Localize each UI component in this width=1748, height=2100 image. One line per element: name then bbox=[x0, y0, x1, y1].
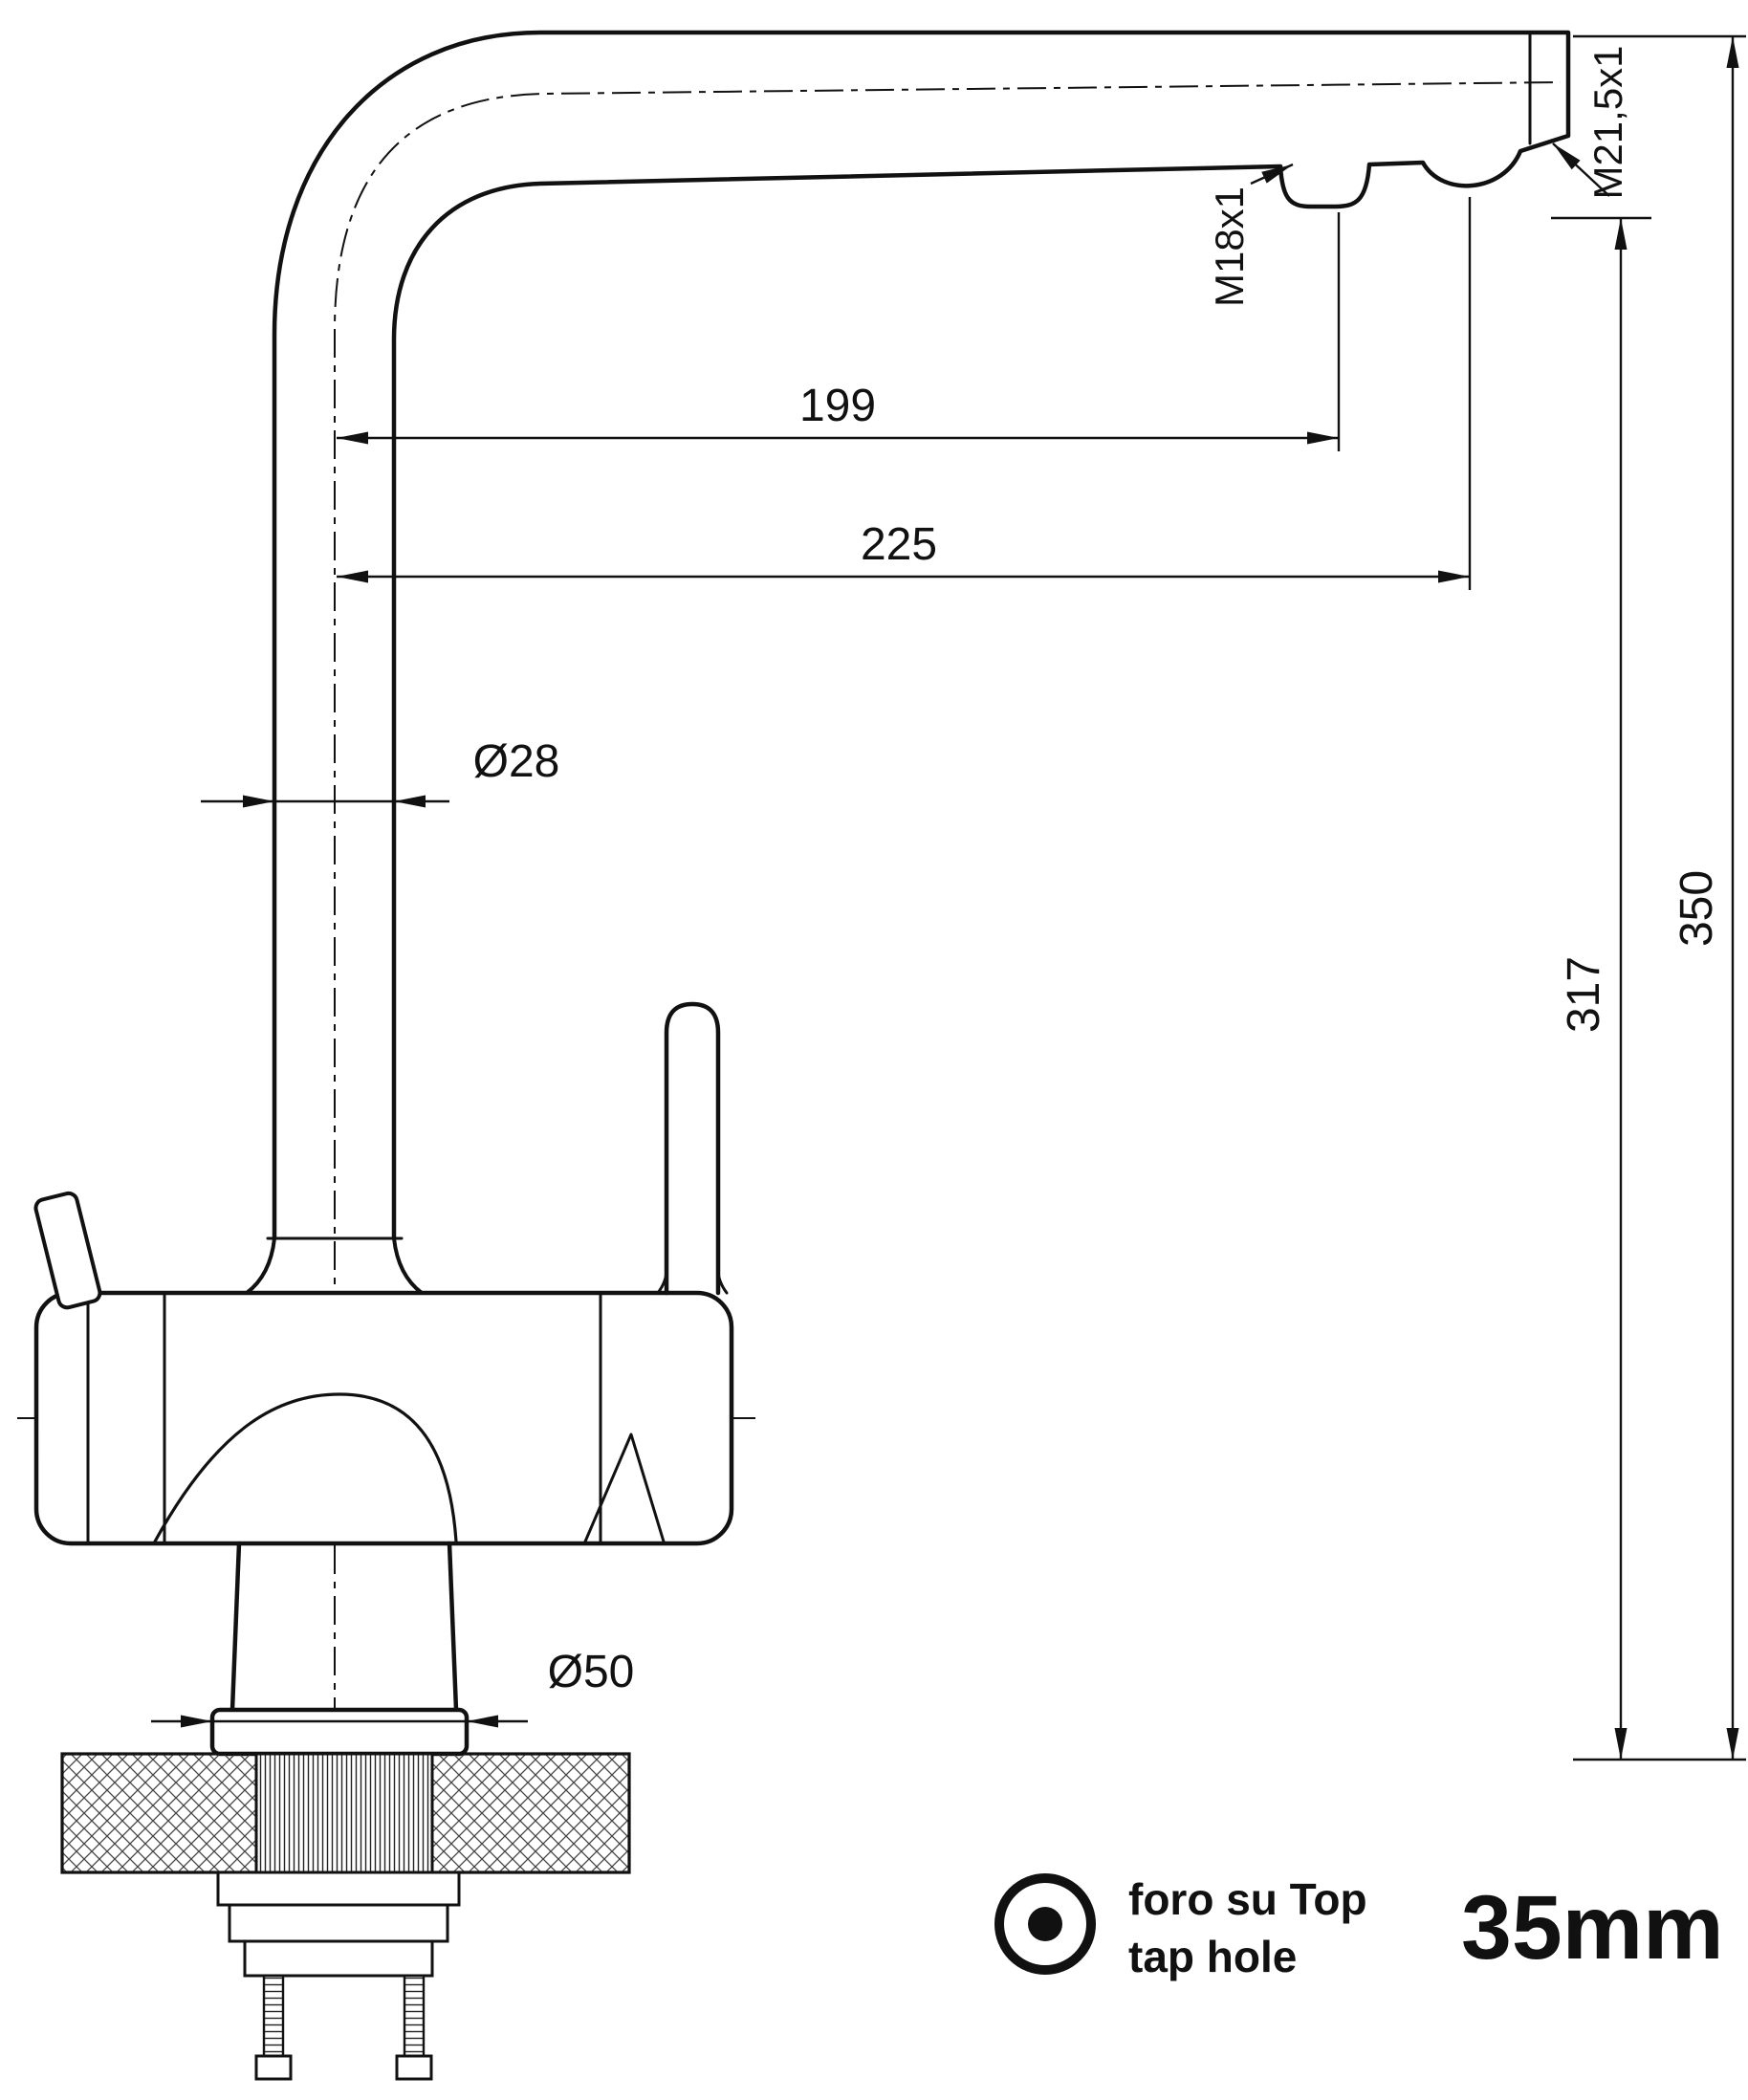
trunk-right-edge bbox=[447, 1541, 459, 1713]
handle-base-detail bbox=[583, 1433, 666, 1543]
fixing-nut bbox=[228, 1903, 449, 1943]
dim-199-label: 199 bbox=[799, 381, 876, 431]
legend-text-it: foro su Top bbox=[1128, 1874, 1367, 1924]
hole-size-label: 35mm bbox=[1461, 1877, 1724, 1979]
countertop-section bbox=[60, 1752, 631, 2081]
washer-plate bbox=[216, 1870, 461, 1907]
body-saddle-curve bbox=[153, 1392, 458, 1543]
thread-m21-label: M21,5x1 bbox=[1585, 45, 1630, 199]
spout-profile bbox=[272, 30, 1571, 1241]
trunk-left-edge bbox=[229, 1541, 242, 1713]
dimension-lines bbox=[151, 34, 1746, 1761]
stud-right bbox=[403, 1974, 426, 2058]
dim-317-label: 317 bbox=[1559, 956, 1609, 1033]
right-handle-flare bbox=[656, 1268, 729, 1295]
thread-m18-label: M18x1 bbox=[1207, 186, 1252, 307]
dim-225-label: 225 bbox=[861, 519, 937, 570]
mixer-body bbox=[33, 1290, 734, 1546]
leader-m21 bbox=[1552, 142, 1610, 197]
legend-text-en: tap hole bbox=[1128, 1932, 1297, 1981]
collar-right bbox=[392, 1236, 424, 1295]
tap-hole-legend: foro su Top tap hole 35mm bbox=[994, 1873, 1724, 1981]
leader-m18 bbox=[1250, 163, 1294, 186]
dim-350-label: 350 bbox=[1672, 870, 1722, 947]
dim-pipe-diameter-label: Ø28 bbox=[473, 736, 560, 787]
left-handle bbox=[33, 1191, 102, 1310]
base-flange bbox=[209, 1707, 470, 1757]
stud-right-head bbox=[395, 2054, 433, 2081]
tap-hole-icon-dot bbox=[1028, 1907, 1062, 1941]
right-handle bbox=[664, 1001, 721, 1296]
threaded-shank bbox=[254, 1752, 434, 1874]
stud-left bbox=[262, 1974, 285, 2058]
spout-centerline bbox=[334, 81, 1562, 1726]
mounting-bracket bbox=[243, 1939, 434, 1978]
collar-left bbox=[245, 1236, 276, 1295]
tap-hole-icon bbox=[994, 1873, 1096, 1975]
dim-base-diameter-label: Ø50 bbox=[548, 1647, 635, 1697]
stud-left-head bbox=[254, 2054, 293, 2081]
